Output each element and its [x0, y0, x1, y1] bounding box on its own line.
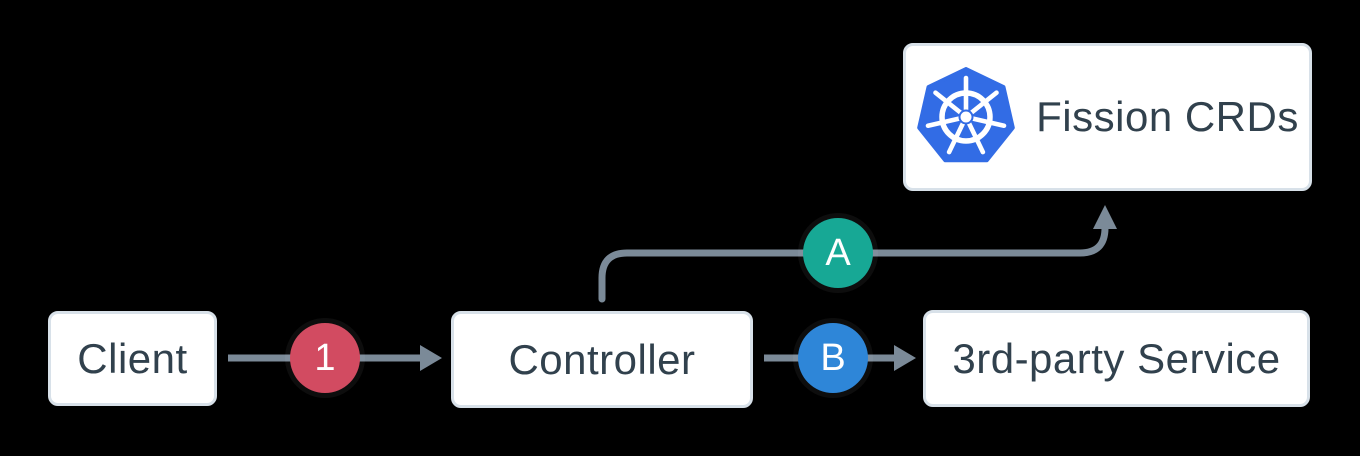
edge-controller-to-fission-crds [598, 224, 1109, 303]
arrowhead-client-to-controller [420, 345, 442, 371]
node-controller-label: Controller [508, 335, 696, 383]
node-fission-crds-label: Fission CRDs [1036, 93, 1299, 140]
node-client: Client [48, 311, 217, 406]
arrowhead-controller-to-fission-crds [1093, 205, 1117, 229]
node-third-party-service-label: 3rd-party Service [952, 334, 1281, 382]
step-badge-1: 1 [290, 323, 360, 393]
step-badge-a-label: A [825, 231, 851, 274]
step-badge-1-label: 1 [314, 336, 336, 379]
node-client-label: Client [77, 334, 188, 382]
kubernetes-icon [917, 67, 1015, 163]
step-badge-a: A [803, 218, 873, 288]
step-badge-b: B [798, 323, 868, 393]
step-badge-b-label: B [820, 336, 846, 379]
node-third-party-service: 3rd-party Service [923, 310, 1310, 407]
node-controller: Controller [451, 311, 753, 408]
node-fission-crds: Fission CRDs [903, 43, 1312, 191]
arrowhead-controller-to-third-party [894, 345, 916, 371]
